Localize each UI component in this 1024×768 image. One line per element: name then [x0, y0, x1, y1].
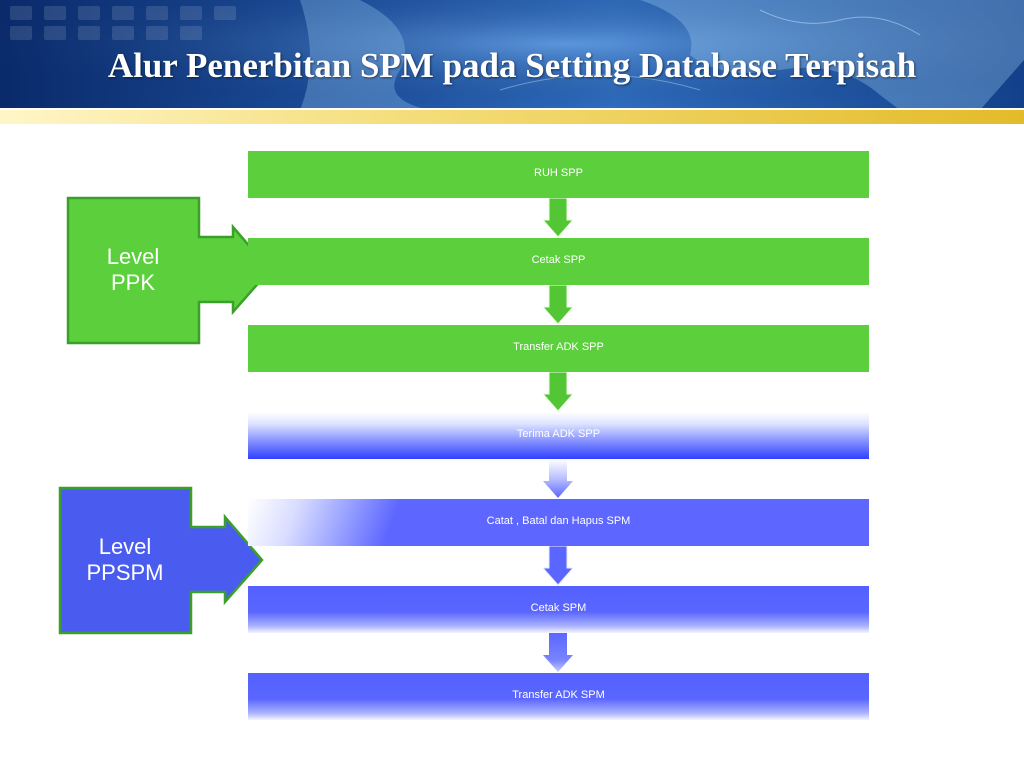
- globe-map-decoration: [0, 0, 1024, 110]
- arrow-down-icon: [543, 372, 573, 412]
- arrow-down-icon: [543, 198, 573, 238]
- step-cetak-spp: Cetak SPP: [248, 238, 869, 285]
- arrow-down-icon: [543, 546, 573, 586]
- step-cetak-spm: Cetak SPM: [248, 586, 869, 633]
- arrow-down-icon: [543, 285, 573, 325]
- level-ppspm-label: Level PPSPM: [58, 534, 192, 586]
- level-ppspm-line1: Level: [98, 534, 152, 559]
- level-ppk-line1: Level: [106, 244, 160, 269]
- level-ppk-label: Level PPK: [66, 244, 200, 296]
- level-ppk-line2: PPK: [110, 270, 156, 295]
- title-banner: Alur Penerbitan SPM pada Setting Databas…: [0, 0, 1024, 110]
- arrow-down-icon: [543, 459, 573, 498]
- step-label: Transfer ADK SPM: [512, 688, 605, 701]
- step-transfer-adk-spp: Transfer ADK SPP: [248, 325, 869, 372]
- step-label: Catat , Batal dan Hapus SPM: [486, 514, 631, 527]
- arrow-down-icon: [543, 633, 573, 672]
- gold-accent-band: [0, 110, 1024, 124]
- step-label: Cetak SPM: [530, 601, 587, 614]
- step-label: Transfer ADK SPP: [513, 340, 604, 353]
- step-transfer-adk-spm: Transfer ADK SPM: [248, 673, 869, 720]
- step-label: RUH SPP: [534, 166, 583, 179]
- step-ruh-spp: RUH SPP: [248, 151, 869, 198]
- header-divider: [0, 108, 1024, 110]
- step-label: Terima ADK SPP: [516, 427, 601, 440]
- level-ppk-callout: [66, 196, 272, 345]
- page-title: Alur Penerbitan SPM pada Setting Databas…: [107, 46, 917, 85]
- step-catat-batal-hapus-spm: Catat , Batal dan Hapus SPM: [248, 499, 869, 546]
- step-label: Cetak SPP: [531, 253, 586, 266]
- step-terima-adk-spp: Terima ADK SPP: [248, 412, 869, 459]
- level-ppspm-line2: PPSPM: [86, 560, 164, 585]
- level-ppspm-callout: [58, 486, 264, 635]
